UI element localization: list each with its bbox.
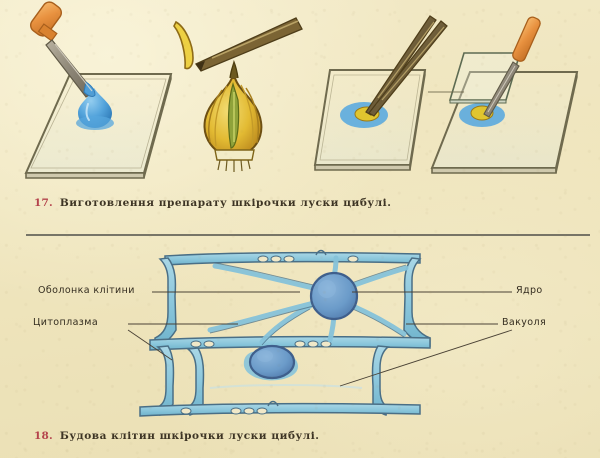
figure-18-caption: 18. Будова клітин шкірочки луски цибулі. <box>34 430 320 442</box>
nucleus-upper-highlight <box>318 280 336 298</box>
cell-wall-partition-lower <box>186 347 205 416</box>
nucleus-lower-highlight <box>257 350 273 362</box>
cell-wall-left-lower <box>156 345 175 416</box>
cell-wall-right-lower <box>371 345 390 416</box>
cytoplasm-strand-outlines-upper <box>209 262 407 346</box>
water-drop-1 <box>76 88 114 130</box>
cell-wall-left-upper <box>154 257 177 347</box>
label-cell-wall: Оболонка клітини <box>38 285 135 296</box>
pipette <box>29 1 96 98</box>
label-cytoplasm: Цитоплазма <box>33 317 99 328</box>
step-1-pipette-and-slide <box>24 1 173 179</box>
cell-wall-right-upper <box>403 257 431 347</box>
label-vacuole: Вакуоля <box>502 317 547 328</box>
cell-wall-top <box>164 251 421 266</box>
onion-bulb <box>203 59 263 172</box>
leader-cytoplasm-d <box>127 329 173 361</box>
figure-17-caption-text: Виготовлення препарату шкірочки луски ци… <box>59 197 392 209</box>
step-3-tweezers-placing-specimen <box>313 15 448 171</box>
leader-vacuole-d <box>339 329 513 387</box>
mounting-needle <box>483 16 541 118</box>
nucleus-lower <box>248 344 296 380</box>
figure-17-caption: 17. Виготовлення препарату шкірочки луски… <box>34 197 391 209</box>
step-2-onion-and-needle <box>173 17 303 172</box>
cytoplasm-lower <box>243 350 298 381</box>
onion-scale-fragment <box>173 20 194 70</box>
nucleus-upper <box>309 271 359 321</box>
figure-18-caption-text: Будова клітин шкірочки луски цибулі. <box>59 430 320 442</box>
cell-wall-middle <box>149 335 431 351</box>
cell-wall-bottom <box>139 402 421 417</box>
dissecting-needle <box>195 17 303 72</box>
figure-17-number: 17. <box>34 197 53 209</box>
figure-18-number: 18. <box>34 430 53 442</box>
figure-17-illustration <box>24 1 579 179</box>
cytoplasm-strands-upper <box>207 255 409 345</box>
step-4-lower-coverslip <box>428 16 579 174</box>
tweezers <box>365 15 448 117</box>
label-nucleus: Ядро <box>516 285 543 296</box>
glass-slide-3 <box>430 71 579 174</box>
label-leader-lines <box>127 291 513 387</box>
vacuole-lower <box>209 384 363 389</box>
onion-cell-diagram <box>139 249 431 417</box>
